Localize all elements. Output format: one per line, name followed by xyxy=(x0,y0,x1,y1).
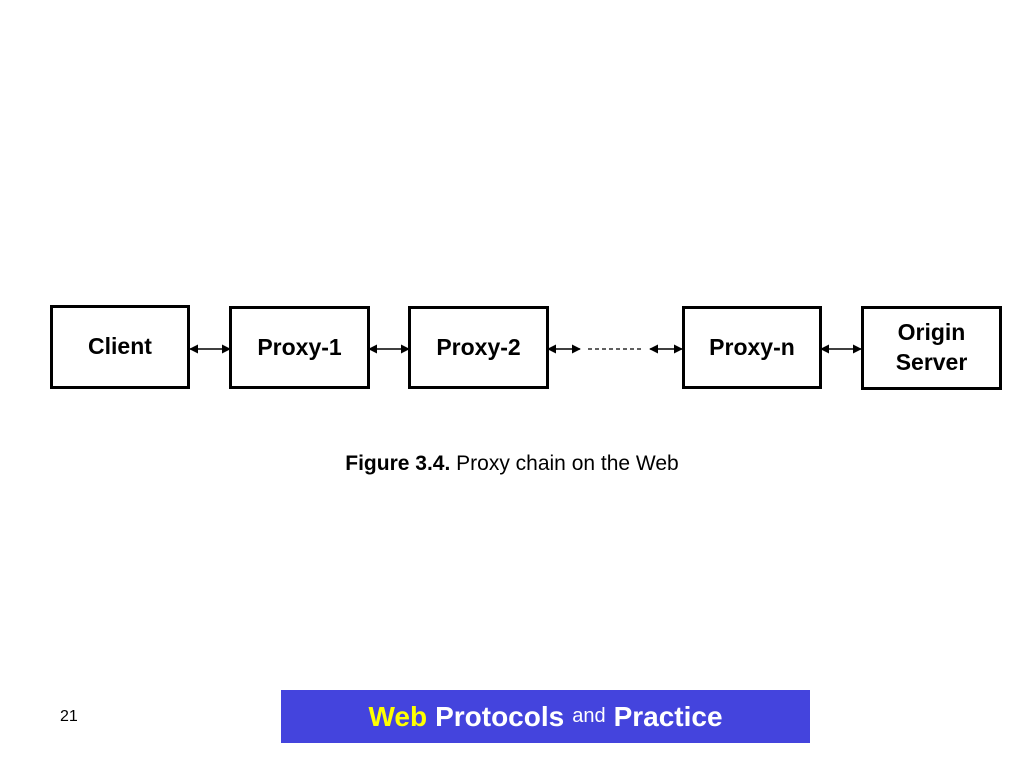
footer-word-web: Web xyxy=(368,700,428,732)
node-proxy-2-label: Proxy-2 xyxy=(436,333,521,360)
figure-caption: Figure 3.4. Proxy chain on the Web xyxy=(0,452,1024,476)
node-origin-server-label: Origin Server xyxy=(895,319,968,375)
node-origin-server: Origin Server xyxy=(861,306,1002,390)
footer-word-practice: Practice xyxy=(613,700,723,732)
footer-word-and: and xyxy=(572,705,606,727)
node-proxy-n-label: Proxy-n xyxy=(709,333,795,360)
node-proxy-1: Proxy-1 xyxy=(229,306,370,389)
footer-word-protocols: Protocols xyxy=(435,700,565,732)
node-proxy-n: Proxy-n xyxy=(682,306,822,389)
node-proxy-2: Proxy-2 xyxy=(408,306,549,389)
node-proxy-1-label: Proxy-1 xyxy=(257,333,342,360)
node-client-label: Client xyxy=(88,333,152,360)
page-number: 21 xyxy=(60,708,78,725)
figure-caption-text: Proxy chain on the Web xyxy=(456,452,679,475)
figure-caption-label: Figure 3.4. xyxy=(345,452,451,475)
node-client: Client xyxy=(50,305,190,389)
